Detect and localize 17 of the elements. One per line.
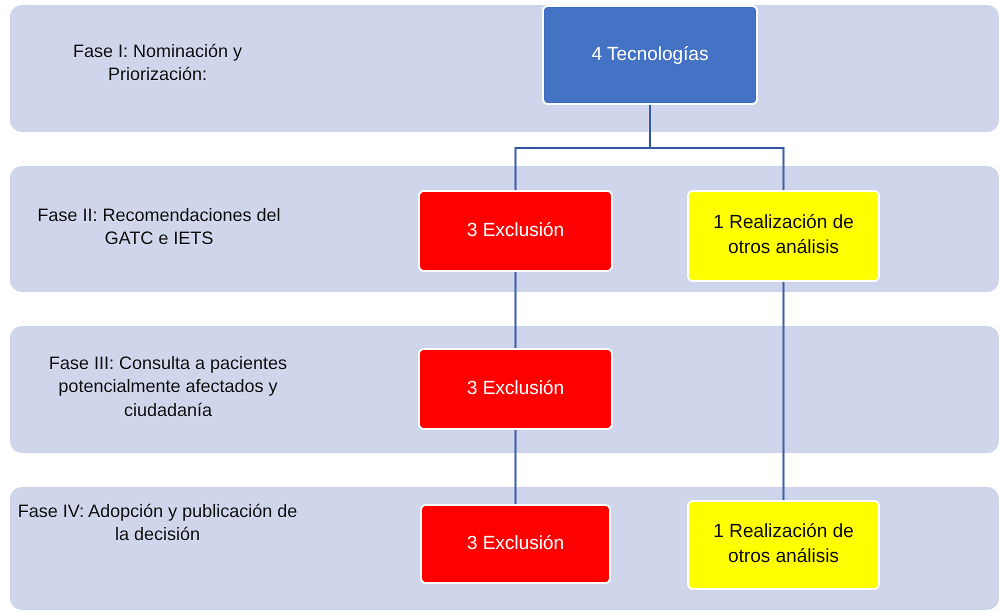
phase-band xyxy=(10,166,999,292)
phase-band xyxy=(10,5,999,132)
phase-label: Fase IV: Adopción y publicación de la decisión xyxy=(16,500,298,546)
exclusion-box: 3 Exclusión xyxy=(418,348,613,430)
exclusion-box: 3 Exclusión xyxy=(418,190,613,272)
phase-label: Fase III: Consulta a pacientes potencialmente afectados y ciudadanía xyxy=(48,352,288,422)
connector-line xyxy=(514,272,516,348)
exclusion-box: 3 Exclusión xyxy=(420,504,611,584)
connector-line xyxy=(782,282,784,500)
analysis-box: 1 Realización de otros análisis xyxy=(687,190,880,282)
phase-band xyxy=(10,326,999,453)
phase-label: Fase II: Recomendaciones del GATC e IETS xyxy=(36,204,282,250)
analysis-box: 1 Realización de otros análisis xyxy=(687,500,880,590)
technology-box: 4 Tecnologías xyxy=(542,5,758,105)
phase-band xyxy=(10,487,999,610)
connector-line xyxy=(514,430,516,504)
phase-label: Fase I: Nominación y Priorización: xyxy=(72,40,244,86)
